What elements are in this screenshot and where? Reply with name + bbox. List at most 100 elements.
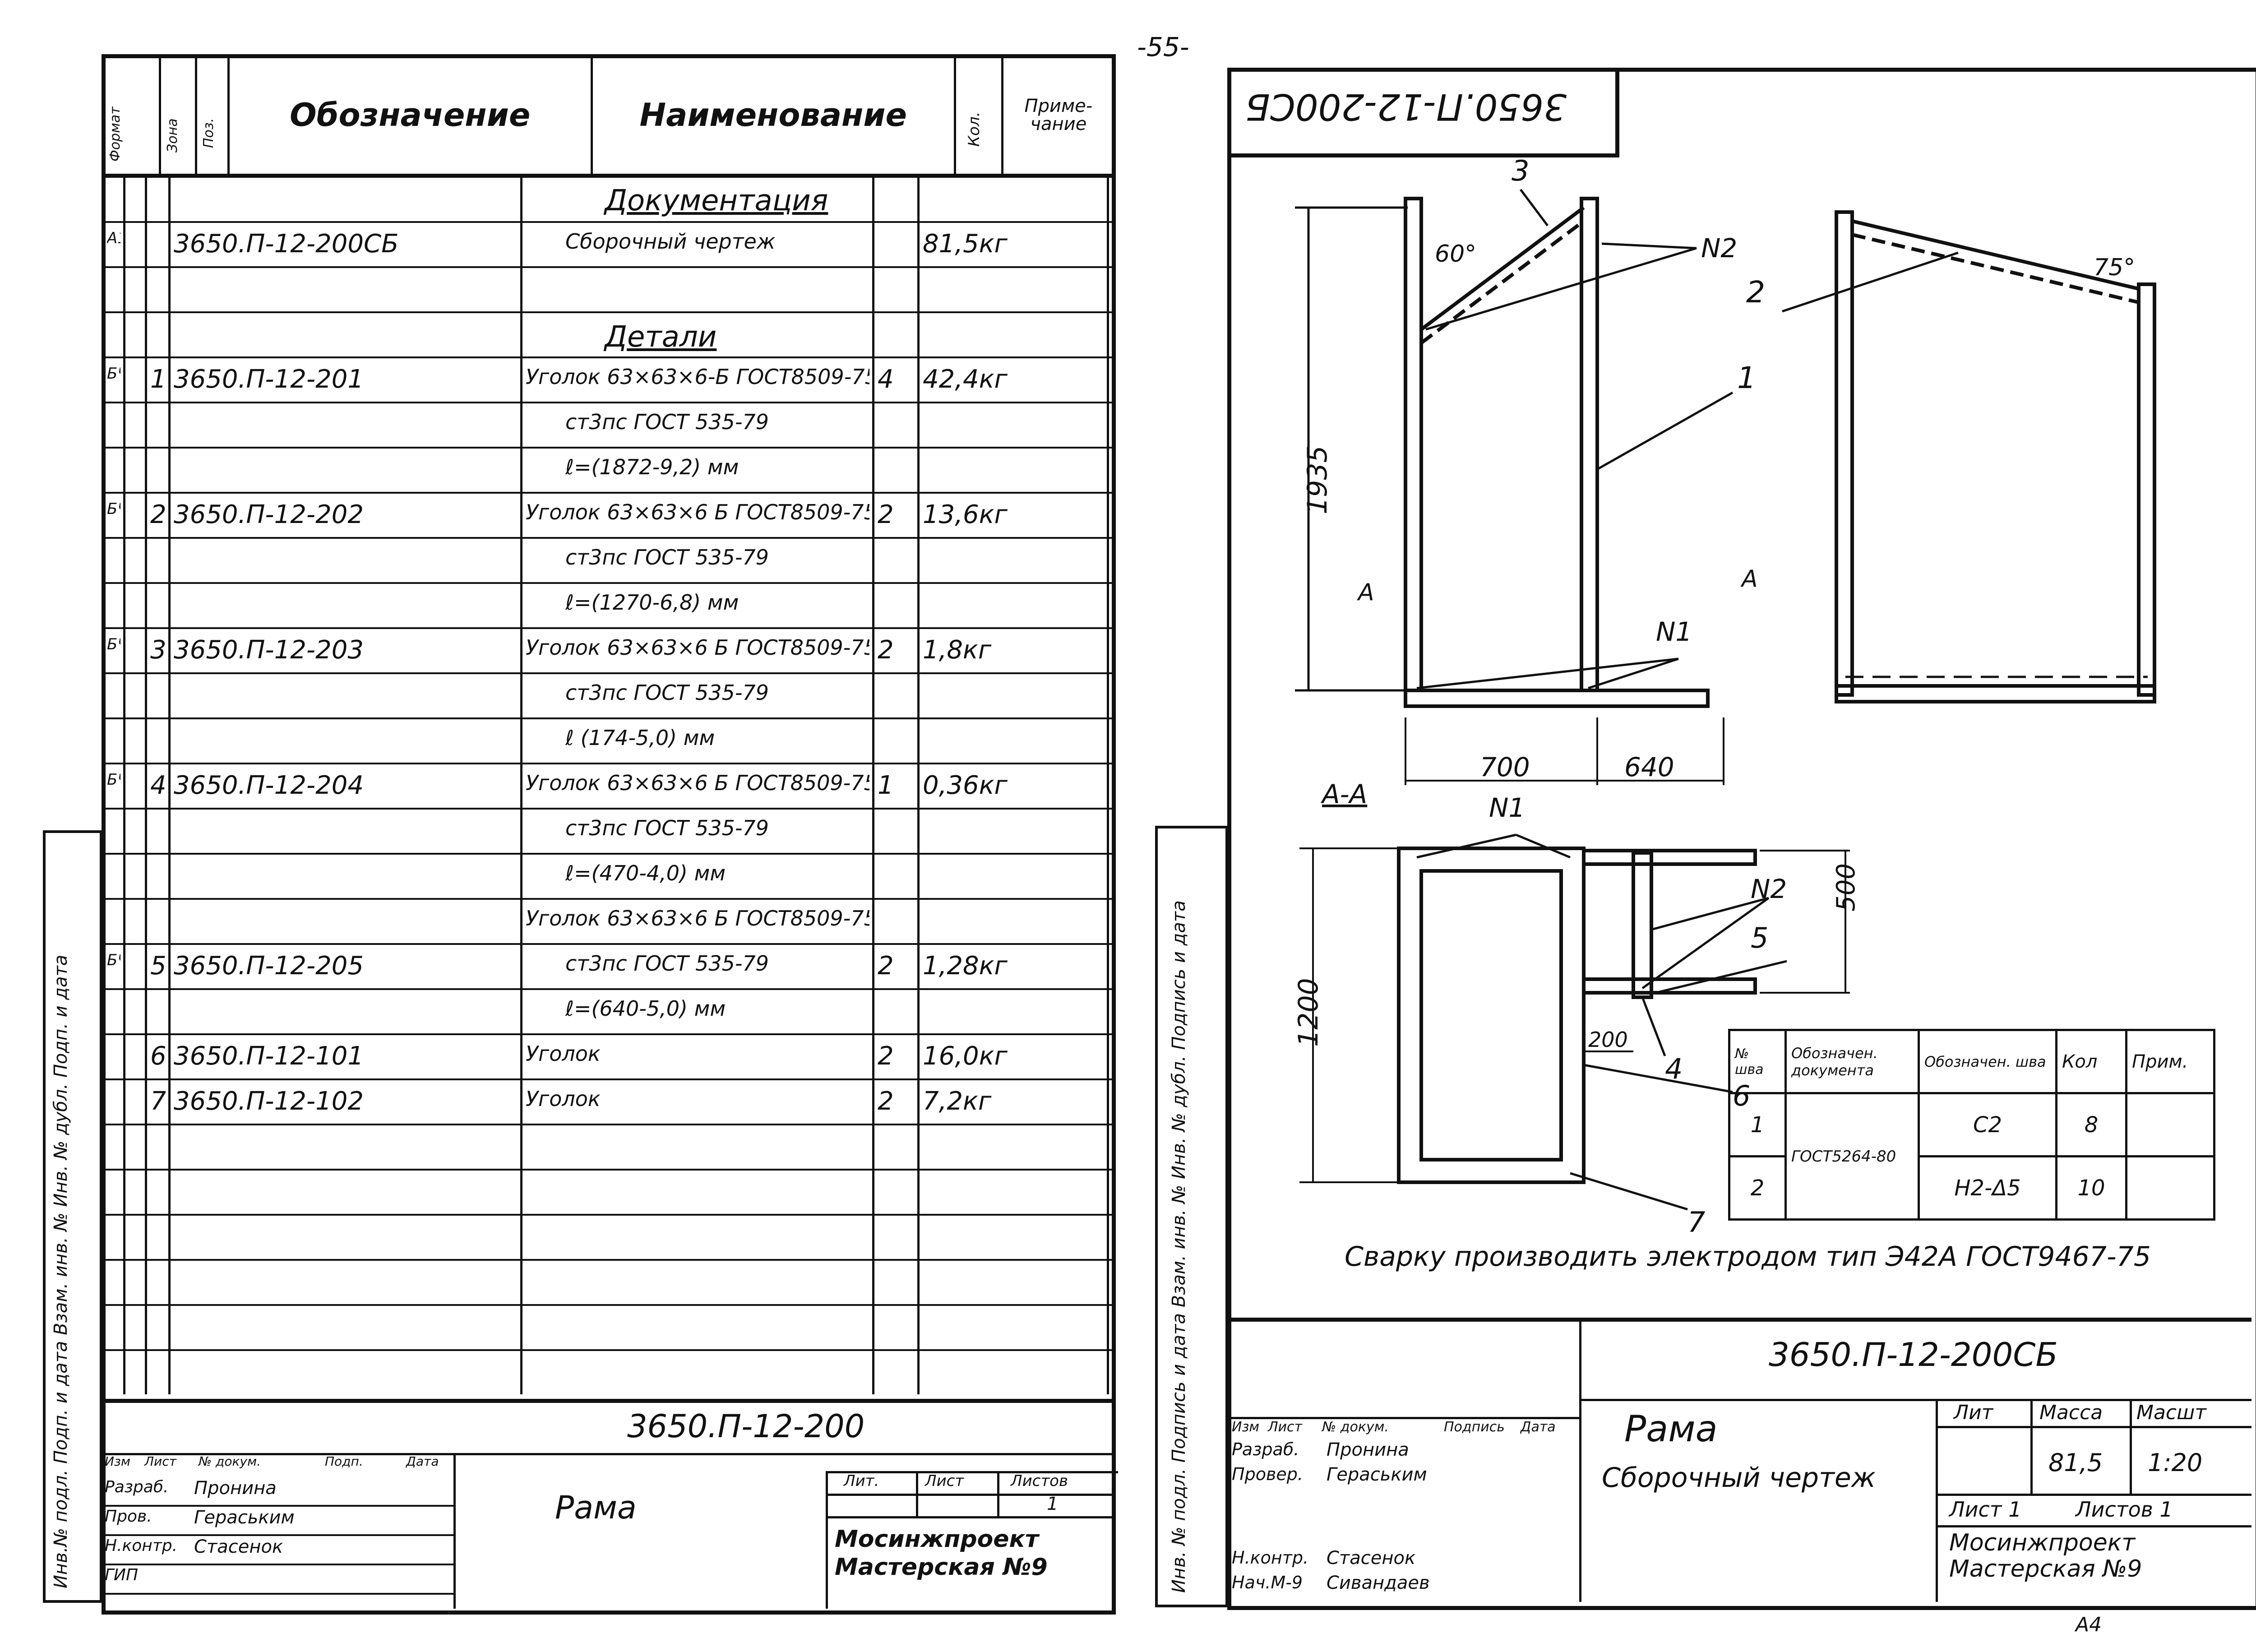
- left-col-sign: Подп.: [325, 1454, 363, 1469]
- weld-cell: ГОСТ5264-80: [1784, 1092, 1920, 1221]
- right-role-person: Гераським: [1327, 1464, 1427, 1485]
- right-title-subtitle: Сборочный чертеж: [1602, 1462, 1876, 1494]
- spec-cell-name: ℓ (174-5,0) мм: [565, 726, 715, 750]
- spec-col-line: [145, 176, 147, 1394]
- spec-cell-designation: 3650.П-12-201: [174, 365, 364, 394]
- spec-cell-name: Уголок 63×63×6 Б ГОСТ8509-75: [526, 771, 869, 795]
- left-role-line: [102, 1564, 453, 1565]
- spec-cell-qty: 2: [878, 635, 894, 665]
- weld-cell: [2125, 1092, 2215, 1157]
- spec-cell-name: Уголок 63×63×6 Б ГОСТ8509-75: [526, 906, 869, 930]
- label-dim-1200: 1200: [1293, 978, 1324, 1047]
- spec-cell-name: Уголок: [526, 1087, 601, 1111]
- spec-cell-qty: 2: [878, 951, 894, 981]
- left-role-label: Н.контр.: [105, 1536, 178, 1555]
- spec-cell-designation: 3650.П-12-200СБ: [174, 229, 399, 259]
- right-role-label: Провер.: [1232, 1464, 1303, 1484]
- spec-cell-name: ст3пс ГОСТ 535-79: [565, 680, 769, 705]
- weld-header-3: Кол: [2055, 1029, 2127, 1094]
- left-col-date: Дата: [406, 1454, 439, 1469]
- spec-row-line: [102, 1124, 1116, 1125]
- left-role-line: [102, 1534, 453, 1536]
- spec-col-line: [872, 176, 874, 1394]
- right-sheets-label: Листов 1: [2076, 1497, 2173, 1522]
- spec-cell-name: Уголок 63×63×6 Б ГОСТ8509-75: [526, 635, 869, 660]
- label-n1-top: N1: [1656, 616, 1692, 647]
- spec-row-line: [102, 1349, 1116, 1351]
- spec-row-line: [102, 356, 1116, 358]
- right-stamp-code: 3650.П-12-200СБ: [1245, 86, 1567, 128]
- spec-cell-designation: 3650.П-12-101: [174, 1041, 364, 1071]
- label-n2-section: N2: [1751, 874, 1787, 904]
- right-role-person: Пронина: [1327, 1439, 1409, 1460]
- label-pos-1: 1: [1737, 361, 1756, 395]
- spec-cell-name: ℓ=(1872-9,2) мм: [565, 455, 739, 479]
- left-sheet-label: Лист: [925, 1472, 964, 1490]
- spec-row-line: [102, 266, 1116, 268]
- right-org: Мосинжпроект Мастерская №9: [1949, 1529, 2142, 1583]
- left-title-grid: [102, 1453, 456, 1609]
- spec-cell-name: Уголок 63×63×6 Б ГОСТ8509-75: [526, 500, 869, 524]
- spec-row-line: [102, 717, 1116, 719]
- spec-row-line: [102, 1304, 1116, 1306]
- spec-cell-qty: 2: [878, 500, 894, 529]
- spec-col-line: [917, 176, 920, 1394]
- spec-row-line: [102, 447, 1116, 449]
- left-sheets-label: Листов: [1011, 1472, 1068, 1490]
- label-section-aa: А-А: [1320, 779, 1367, 810]
- label-a-right: A: [1740, 565, 1758, 592]
- right-col-izm: Изм: [1232, 1419, 1260, 1435]
- weld-header-1: Обозначен. документа: [1784, 1029, 1920, 1094]
- label-dim-640: 640: [1624, 752, 1674, 782]
- spec-cell-name: Сборочный чертеж: [565, 229, 776, 254]
- right-title-code: 3650.П-12-200СБ: [1769, 1336, 2058, 1374]
- spec-cell-format: БЧ: [107, 771, 120, 789]
- spec-col-line: [520, 176, 522, 1394]
- left-lit-label: Лит.: [844, 1472, 879, 1490]
- left-role-person: Пронина: [194, 1478, 277, 1499]
- spec-cell-name: ст3пс ГОСТ 535-79: [565, 545, 769, 569]
- spec-row-line: [102, 221, 1116, 223]
- spec-cell-format: А1: [107, 229, 120, 247]
- spec-row-line: [102, 808, 1116, 810]
- weld-cell: 1: [1728, 1092, 1787, 1157]
- left-title-name: Рама: [555, 1489, 637, 1526]
- spec-row-line: [102, 1214, 1116, 1216]
- header-format: Формат: [102, 54, 161, 176]
- spec-cell-designation: 3650.П-12-204: [174, 771, 364, 800]
- right-col-doc: № докум.: [1322, 1419, 1389, 1435]
- header-designation: Обозначение: [227, 54, 593, 176]
- spec-cell-designation: 3650.П-12-202: [174, 500, 364, 529]
- spec-row-line: [102, 1033, 1116, 1035]
- label-pos-2: 2: [1746, 275, 1765, 310]
- section-documentation: Документация: [605, 184, 828, 217]
- left-col-izm: Изм: [105, 1454, 130, 1469]
- spec-cell-format: БЧ: [107, 635, 120, 653]
- spec-row-line: [102, 672, 1116, 674]
- label-dim-1935: 1935: [1302, 445, 1333, 514]
- spec-row-line: [102, 1259, 1116, 1261]
- left-role-person: Гераським: [194, 1507, 295, 1528]
- spec-cell-name: ℓ=(470-4,0) мм: [565, 861, 726, 885]
- left-lit-box: [826, 1471, 1118, 1609]
- spec-row-line: [102, 402, 1116, 403]
- weld-header-2: Обозначен. шва: [1918, 1029, 2057, 1094]
- right-sheet-label: Лист 1: [1949, 1497, 2022, 1522]
- spec-col-line: [168, 176, 171, 1394]
- spec-row-line: [102, 1078, 1116, 1080]
- spec-cell-designation: 3650.П-12-203: [174, 635, 364, 665]
- weld-header-4: Прим.: [2125, 1029, 2215, 1094]
- spec-cell-pos: 3: [150, 635, 166, 665]
- label-pos-7: 7: [1687, 1206, 1705, 1236]
- weld-cell: Н2-Δ5: [1918, 1155, 2057, 1221]
- spec-cell-qty: 4: [878, 365, 894, 394]
- right-title-block: [1227, 1318, 2251, 1606]
- right-format: А4: [2076, 1613, 2102, 1636]
- spec-body: А1 3650.П-12-200СБ Сборочный чертеж 81,5кгБ…: [102, 176, 1116, 1394]
- spec-row-line: [102, 988, 1116, 990]
- weld-header-0: № шва: [1728, 1029, 1787, 1094]
- right-role-label: Нач.М-9: [1232, 1573, 1303, 1592]
- spec-cell-note: 81,5кг: [923, 229, 1008, 259]
- weld-cell: С2: [1918, 1092, 2057, 1157]
- left-role-line: [102, 1505, 453, 1507]
